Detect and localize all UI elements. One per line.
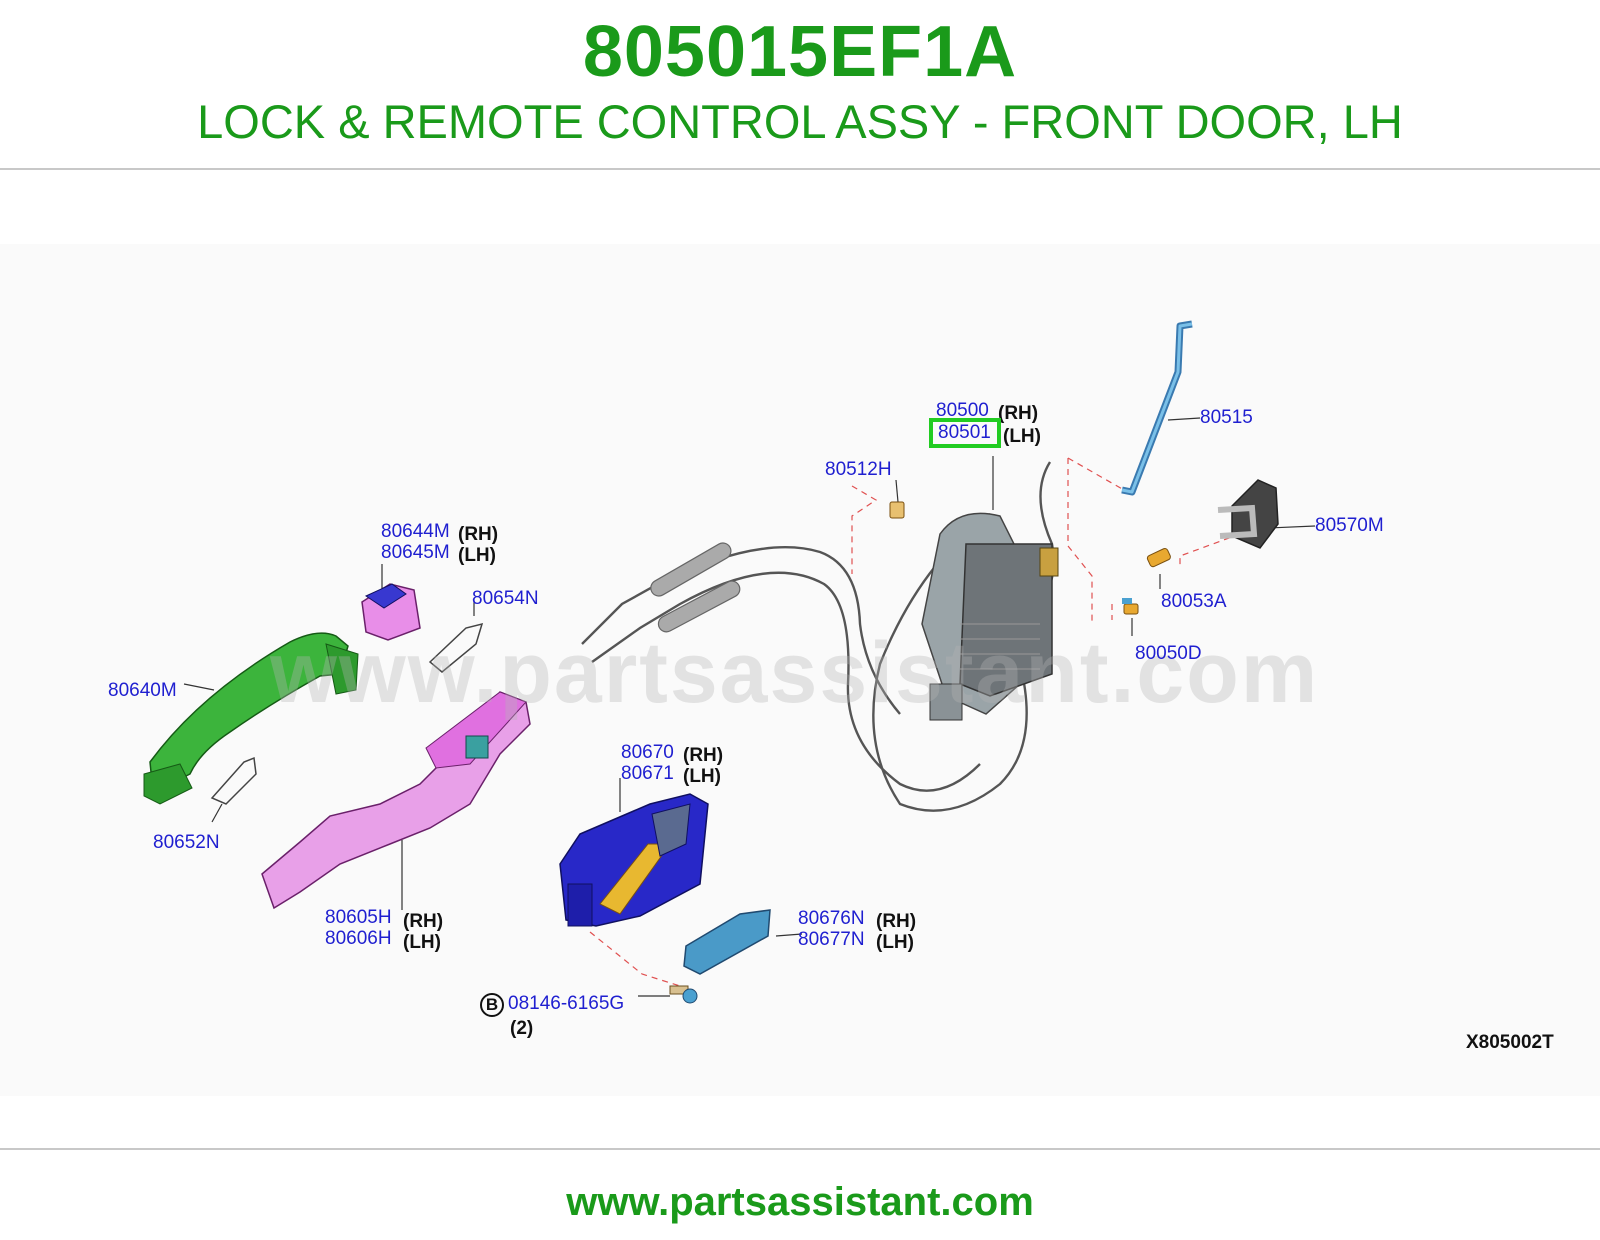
gasket-rear (210, 756, 257, 805)
callout-80644m[interactable]: 80644M (381, 521, 450, 542)
small-screws (889, 501, 1171, 615)
part-number-title: 805015EF1A (582, 12, 1018, 92)
outer-handle-part (143, 632, 359, 805)
gasket-front (428, 622, 484, 673)
callout-08146-6165g[interactable]: 08146-6165G (508, 993, 625, 1014)
callout-80645m[interactable]: 80645M (381, 542, 450, 563)
footer-url[interactable]: www.partsassistant.com (566, 1180, 1034, 1224)
footer-divider (0, 1148, 1600, 1150)
callout-80605h-side: (RH) (403, 911, 444, 932)
callout-80570m[interactable]: 80570M (1315, 515, 1384, 536)
callout-80512h[interactable]: 80512H (825, 459, 892, 480)
selected-part-highlight (929, 418, 1001, 448)
callout-80677n-side: (LH) (876, 932, 914, 953)
watermark: www.partsassistant.com (270, 625, 1320, 721)
parts-diagram: www.partsassistant.com (0, 244, 1600, 1096)
diagram-code: X805002T (1466, 1032, 1554, 1053)
striker-part (1217, 479, 1279, 549)
callout-80500-side: (RH) (998, 403, 1039, 424)
bolt-quantity: (2) (510, 1018, 534, 1039)
callout-80676n[interactable]: 80676N (798, 908, 865, 929)
part-description: LOCK & REMOTE CONTROL ASSY - FRONT DOOR,… (197, 95, 1403, 148)
callout-80676n-side: (RH) (876, 911, 917, 932)
cover-part (361, 583, 421, 641)
bolt-marker-badge: B (480, 993, 504, 1017)
callout-80670[interactable]: 80670 (621, 742, 674, 763)
callout-80671[interactable]: 80671 (621, 763, 674, 784)
assembly-lines (589, 457, 1241, 987)
callout-80652n[interactable]: 80652N (153, 832, 220, 853)
callout-80677n[interactable]: 80677N (798, 929, 865, 950)
cable-sleeves (650, 542, 741, 633)
callout-80501[interactable]: 80501 (938, 422, 991, 443)
callout-80670-side: (RH) (683, 745, 724, 766)
callout-80606h-side: (LH) (403, 932, 441, 953)
callout-80500[interactable]: 80500 (936, 400, 989, 421)
callout-80644m-side: (RH) (458, 524, 499, 545)
callout-80050d[interactable]: 80050D (1135, 643, 1202, 664)
callout-80606h[interactable]: 80606H (325, 928, 392, 949)
callout-80605h[interactable]: 80605H (325, 907, 392, 928)
bolt-part (669, 985, 698, 1004)
callout-80501-side: (LH) (1003, 426, 1041, 447)
callout-80053a[interactable]: 80053A (1161, 591, 1227, 612)
callout-80671-side: (LH) (683, 766, 721, 787)
callout-80640m[interactable]: 80640M (108, 680, 177, 701)
handle-frame-part (261, 691, 531, 910)
callout-80515[interactable]: 80515 (1200, 407, 1253, 428)
callout-80645m-side: (LH) (458, 545, 496, 566)
door-lock-body (921, 512, 1059, 721)
header-divider (0, 168, 1600, 170)
inner-cover-part (683, 909, 771, 975)
diagram-illustration (143, 320, 1316, 1004)
page-header: 805015EF1A LOCK & REMOTE CONTROL ASSY - … (0, 0, 1600, 170)
inner-handle-part (559, 793, 709, 927)
callout-80654n[interactable]: 80654N (472, 588, 539, 609)
